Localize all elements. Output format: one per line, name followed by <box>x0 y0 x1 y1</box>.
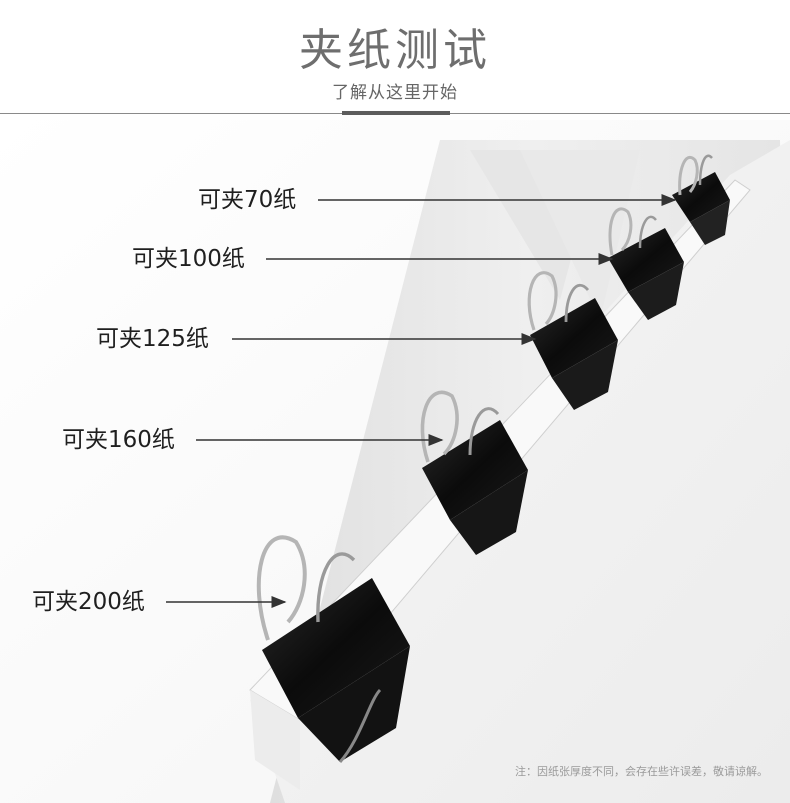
disclaimer-note: 注：因纸张厚度不同，会存在些许误差，敬请谅解。 <box>515 765 768 778</box>
capacity-label-200: 可夹200纸 <box>32 589 145 615</box>
capacity-label-160: 可夹160纸 <box>62 427 175 453</box>
capacity-label-70: 可夹70纸 <box>198 187 297 213</box>
product-photo <box>0 120 790 803</box>
capacity-label-100: 可夹100纸 <box>132 246 245 272</box>
header: 夹纸测试 了解从这里开始 <box>0 0 790 120</box>
page-title: 夹纸测试 <box>299 25 491 76</box>
page-subtitle: 了解从这里开始 <box>332 83 458 103</box>
capacity-label-125: 可夹125纸 <box>96 326 209 352</box>
header-divider-accent <box>342 111 450 115</box>
